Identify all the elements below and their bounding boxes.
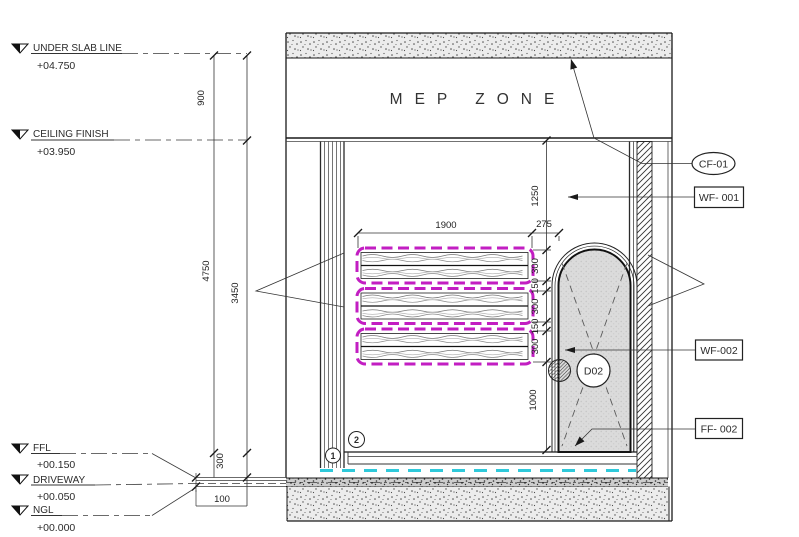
dimension-louver-width: 1900 275 — [353, 219, 564, 248]
level-marker-ngl: NGL +00.000 — [10, 487, 197, 534]
left-wall — [319, 141, 345, 468]
break-symbol-left — [254, 252, 345, 308]
tag-wf001-label: WF- 001 — [699, 192, 739, 204]
top-slab — [286, 32, 672, 59]
driveway-band — [286, 477, 668, 487]
dim-100: 100 — [214, 494, 230, 505]
louver-1 — [355, 246, 535, 285]
leader-ff002 — [574, 428, 695, 447]
louver-3 — [355, 327, 535, 366]
level-elevation: +04.750 — [37, 60, 75, 72]
level-marker-under-slab: UNDER SLAB LINE +04.750 — [10, 43, 247, 72]
door-tag-circle — [576, 353, 611, 388]
leader-wf002 — [565, 347, 695, 353]
dim-275: 275 — [536, 219, 552, 230]
level-elevation: +03.950 — [37, 146, 75, 158]
dim-stack-3: 300 — [530, 299, 541, 315]
tag-wf002: WF-002 — [694, 339, 744, 361]
keynote-1-number: 1 — [330, 451, 335, 461]
tag-ff002: FF- 002 — [694, 417, 744, 440]
door-tag-label: D02 — [584, 366, 603, 378]
level-name: UNDER SLAB LINE — [33, 43, 122, 54]
keynote-2-number: 2 — [354, 435, 359, 445]
dim-3450: 3450 — [230, 282, 241, 303]
building-outline — [285, 33, 673, 521]
dim-1000: 1000 — [528, 389, 539, 410]
level-name: DRIVEWAY — [33, 475, 86, 486]
door-frame-outer — [551, 242, 638, 452]
dim-stack-4: 150 — [530, 319, 541, 335]
keynote-1: 1 — [325, 447, 341, 464]
mep-zone-label: MEP ZONE — [390, 91, 567, 108]
level-elevation: +00.150 — [37, 459, 75, 471]
floor-finish — [344, 451, 637, 465]
level-marker-ffl: FFL +00.150 — [10, 443, 197, 479]
tag-wf001: WF- 001 — [693, 186, 745, 209]
keynote-2: 2 — [348, 431, 365, 448]
door-d02: D02 — [548, 242, 638, 453]
leader-wf001 — [568, 194, 694, 200]
dim-stack-5: 300 — [530, 339, 541, 355]
level-name: FFL — [33, 443, 51, 454]
level-elevation: +00.050 — [37, 491, 75, 503]
level-name: CEILING FINISH — [33, 129, 109, 140]
ceiling-lines — [286, 137, 672, 142]
tag-ff002-label: FF- 002 — [701, 424, 738, 436]
level-line-bundle — [196, 477, 286, 487]
dim-stack-1: 300 — [530, 258, 541, 274]
tag-cf01: CF-01 — [691, 151, 736, 176]
leader-cf01 — [570, 59, 692, 164]
dim-stack-2: 150 — [530, 278, 541, 294]
break-symbol-right — [647, 254, 705, 307]
dim-300-base: 300 — [215, 453, 226, 469]
level-name: NGL — [33, 505, 54, 516]
tag-cf01-label: CF-01 — [699, 159, 728, 171]
ground-slab — [286, 486, 672, 522]
dim-4750: 4750 — [201, 260, 212, 281]
level-elevation: +00.000 — [37, 522, 75, 534]
dimension-left-chain: 900 4750 3450 300 100 — [191, 50, 252, 507]
dimension-right-chain: 1250 300 150 300 150 300 1000 — [528, 135, 552, 455]
dim-1250: 1250 — [530, 185, 541, 206]
louver-2 — [355, 287, 535, 325]
door-leaf — [557, 248, 632, 453]
door-frame-mid — [554, 245, 635, 452]
door-knob — [548, 359, 571, 382]
tag-wf002-label: WF-002 — [700, 345, 738, 357]
level-marker-driveway: DRIVEWAY +00.050 — [10, 474, 197, 503]
level-marker-ceiling: CEILING FINISH +03.950 — [10, 129, 247, 158]
dim-900: 900 — [196, 90, 207, 106]
dim-1900: 1900 — [435, 220, 456, 231]
